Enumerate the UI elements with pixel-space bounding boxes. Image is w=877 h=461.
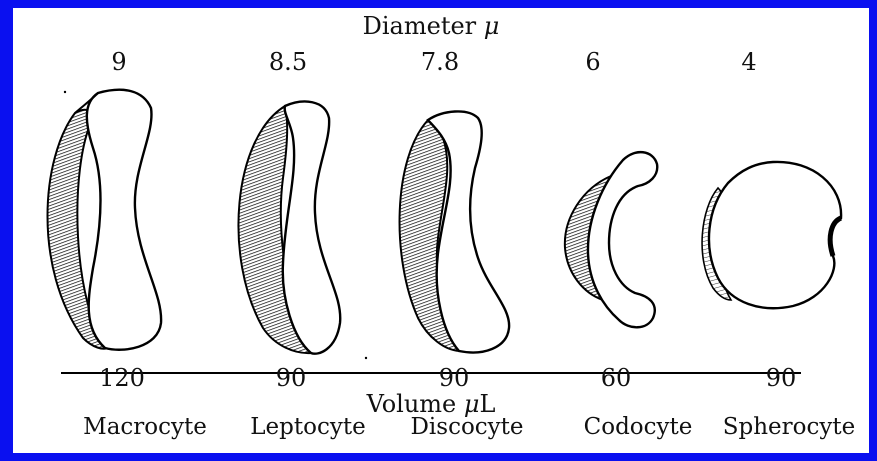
discocyte-shape [400, 111, 510, 352]
discocyte-diameter: 7.8 [421, 48, 459, 76]
macrocyte-label: Macrocyte [83, 414, 207, 440]
figure-panel: Diameter μ 9 8.5 7.8 6 4 120 90 90 60 90… [13, 8, 869, 453]
macrocyte-shape [48, 90, 162, 350]
leptocyte-volume: 90 [276, 364, 307, 392]
codocyte-label: Codocyte [584, 414, 693, 440]
codocyte-volume: 60 [601, 364, 632, 392]
macrocyte-volume: 120 [99, 364, 145, 392]
spherocyte-shape [702, 162, 841, 308]
macrocyte-diameter: 9 [111, 48, 126, 76]
leptocyte-diameter: 8.5 [269, 48, 307, 76]
stray-mark [64, 91, 66, 93]
spherocyte-label: Spherocyte [723, 414, 855, 440]
stray-mark [365, 357, 367, 359]
leptocyte-shape [238, 102, 340, 354]
codocyte-shape [565, 152, 657, 327]
leptocyte-label: Leptocyte [250, 414, 365, 440]
discocyte-label: Discocyte [410, 414, 523, 440]
diameter-title: Diameter μ [363, 12, 500, 40]
discocyte-volume: 90 [439, 364, 470, 392]
spherocyte-volume: 90 [766, 364, 797, 392]
codocyte-diameter: 6 [585, 48, 600, 76]
spherocyte-diameter: 4 [741, 48, 756, 76]
